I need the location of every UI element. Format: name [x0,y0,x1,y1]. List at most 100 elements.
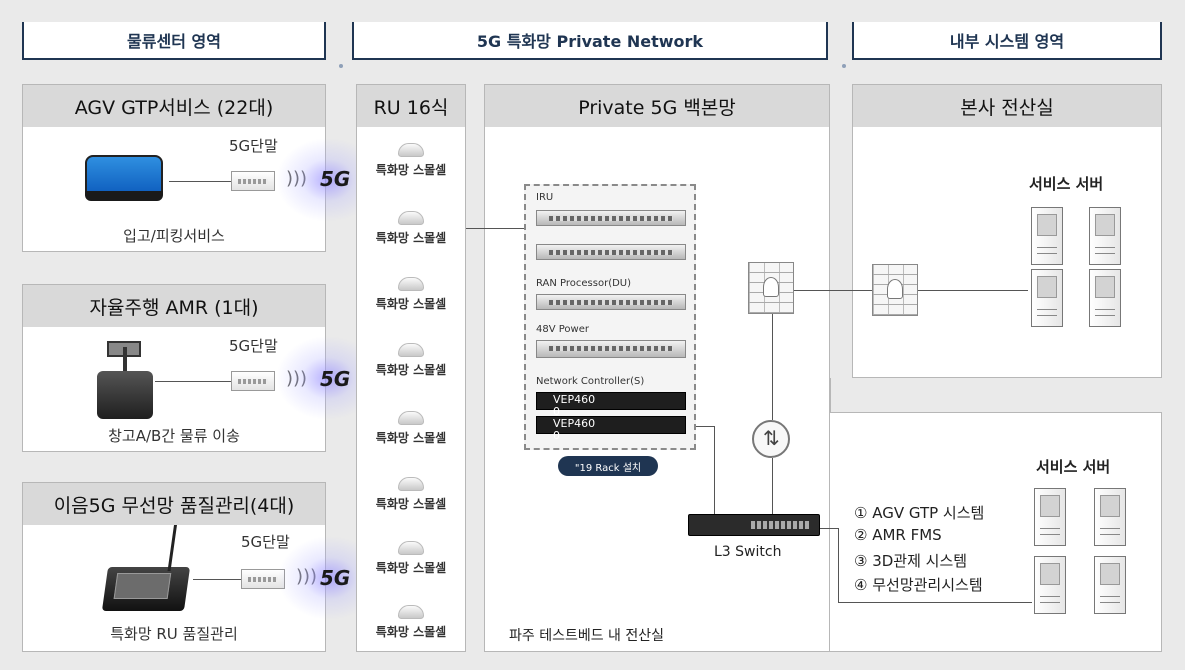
firewall-icon [872,264,918,316]
small-cell-item: 특화망 스몰셀 [357,143,465,178]
5g-logo-icon: 5G [320,167,351,191]
server-icon [1094,488,1126,546]
section-logistics-header: 물류센터 영역 [22,22,326,60]
service-panel-quality: 이음5G 무선망 품질관리(4대) 5G단말 특화망 RU 품질관리 [22,482,326,652]
service-title-amr: 자율주행 AMR (1대) [89,296,259,319]
l3-switch-icon [688,514,820,536]
small-cell-label: 특화망 스몰셀 [375,363,447,377]
connector-line [794,290,872,291]
small-cell-icon [398,411,424,425]
small-cell-icon [398,143,424,157]
terminal-label: 5G단말 [229,137,278,155]
connector-line [696,426,714,427]
amr-robot-image [97,341,153,419]
terminal-label: 5G단말 [229,337,278,355]
5g-terminal-icon [231,171,275,191]
rack-badge: "19 Rack 설치 [558,456,658,476]
small-cell-label: 특화망 스몰셀 [375,497,447,511]
small-cell-label: 특화망 스몰셀 [375,231,447,245]
service-caption: 특화망 RU 품질관리 [110,625,238,643]
small-cell-label: 특화망 스몰셀 [375,297,447,311]
service-panel-title: AGV GTP서비스 (22대) [23,85,325,127]
server-icon [1031,207,1063,265]
service-server-title: 서비스 서버 [1036,458,1111,476]
small-cell-item: 특화망 스몰셀 [357,541,465,576]
controller-model: VEP460 0 [553,393,596,418]
small-cell-icon [398,605,424,619]
small-cell-item: 특화망 스몰셀 [357,411,465,446]
small-cell-icon [398,211,424,225]
server-icon [1094,556,1126,614]
connector-line [466,228,524,229]
service-caption: 입고/피킹서비스 [123,227,225,245]
agv-robot-image [85,155,163,201]
service-panel-agv: AGV GTP서비스 (22대) 5G단말 입고/피킹서비스 [22,84,326,252]
service-title-agv: AGV GTP서비스 (22대) [74,96,274,119]
small-cell-icon [398,477,424,491]
power-unit [536,340,686,358]
small-cell-item: 특화망 스몰셀 [357,343,465,378]
controller-unit: VEP460 0 [536,392,686,418]
connector-line [772,458,773,514]
firewall-icon [748,262,794,314]
server-icon [1031,269,1063,327]
small-cell-icon [398,343,424,357]
connector-line [838,528,839,602]
backbone-title: Private 5G 백본망 [578,96,736,119]
server-icon [1089,207,1121,265]
5g-terminal-icon [231,371,275,391]
connector-line [155,381,231,382]
iru-label: IRU [536,192,554,203]
controller-label: Network Controller(S) [536,376,645,387]
iru-unit [536,210,686,226]
server-icon [1034,556,1066,614]
router-icon [752,420,790,458]
connector-line [918,290,1028,291]
service-title-quality: 이음5G 무선망 품질관리(4대) [53,494,295,517]
service-system-item: ② AMR FMS [854,526,942,544]
separator-dot [842,64,846,68]
backbone-panel-title: Private 5G 백본망 [485,85,829,127]
terminal-label: 5G단말 [241,533,290,551]
section-network-header: 5G 특화망 Private Network [352,22,828,60]
hq-server-label: 서비스 서버 [1029,175,1104,193]
small-cell-label: 특화망 스몰셀 [375,431,447,445]
du-unit [536,294,686,310]
service-panel-title: 이음5G 무선망 품질관리(4대) [23,483,325,525]
small-cell-item: 특화망 스몰셀 [357,477,465,512]
connector-line [820,528,838,529]
5g-logo-icon: 5G [320,566,351,590]
ru-panel-title: RU 16식 [357,85,465,127]
l3-switch-label: L3 Switch [714,544,782,560]
backbone-footer: 파주 테스트베드 내 전산실 [509,628,665,644]
section-internal-title: 내부 시스템 영역 [949,32,1065,51]
small-cell-label: 특화망 스몰셀 [375,561,447,575]
hq-title: 본사 전산실 [960,96,1054,119]
server-icon [1089,269,1121,327]
ru-panel: RU 16식 특화망 스몰셀 특화망 스몰셀 특화망 스몰셀 특화망 스몰셀 특… [356,84,466,652]
separator-dot [339,64,343,68]
service-panel-title: 자율주행 AMR (1대) [23,285,325,327]
small-cell-icon [398,277,424,291]
iru-unit [536,244,686,260]
connector-line [838,602,1032,603]
rack-badge-text: "19 Rack 설치 [574,462,642,474]
power-label: 48V Power [536,324,589,335]
rack-box: IRU RAN Processor(DU) 48V Power Network … [524,184,696,450]
connector-line [714,426,715,514]
service-server-panel-edge [830,378,831,412]
small-cell-item: 특화망 스몰셀 [357,211,465,246]
5g-logo-icon: 5G [320,367,351,391]
small-cell-label: 특화망 스몰셀 [375,625,447,639]
connector-line [193,579,241,580]
small-cell-item: 특화망 스몰셀 [357,605,465,640]
service-panel-amr: 자율주행 AMR (1대) 5G단말 창고A/B간 물류 이송 [22,284,326,452]
small-cell-item: 특화망 스몰셀 [357,277,465,312]
server-icon [1034,488,1066,546]
connector-line [169,181,231,182]
small-cell-icon [398,541,424,555]
connector-line [772,314,773,420]
quality-device-image [101,525,191,611]
service-system-item: ① AGV GTP 시스템 [854,504,985,522]
controller-unit: VEP460 0 [536,416,686,442]
